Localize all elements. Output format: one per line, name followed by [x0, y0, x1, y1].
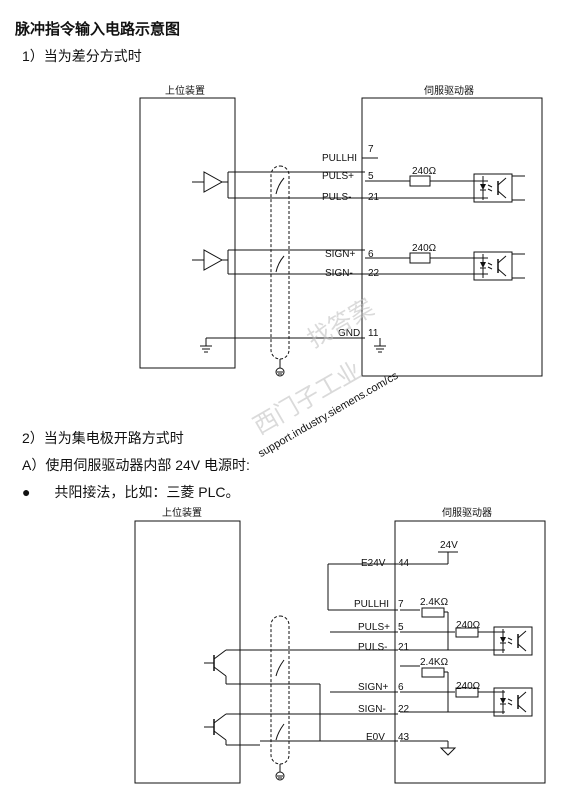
pin-label: E0V — [366, 732, 385, 743]
shield-ground-icon — [275, 367, 285, 377]
line-driver-icon — [203, 171, 224, 193]
pin-number: 7 — [398, 599, 404, 610]
transistor-icon — [204, 713, 227, 741]
pin-label: PULS- — [358, 642, 387, 653]
pin-number: 43 — [398, 732, 410, 743]
pin-number: 11 — [368, 328, 379, 339]
resistor-icon — [421, 667, 445, 678]
host-device-box — [139, 97, 236, 369]
pullup-value: 2.4KΩ — [420, 597, 449, 608]
optocoupler-icon — [473, 251, 513, 281]
pin-label: SIGN+ — [325, 249, 355, 260]
pin-label: SIGN- — [325, 268, 353, 279]
resistor-value: 240Ω — [412, 166, 437, 177]
pin-label: PULS+ — [358, 622, 390, 633]
pin-number: 5 — [368, 171, 374, 182]
pin-label: SIGN+ — [358, 682, 388, 693]
section2-heading: 2）当为集电极开路方式时 — [22, 430, 184, 446]
line-driver-icon — [203, 249, 224, 271]
host-device-label: 上位装置 — [165, 84, 205, 97]
pin-label: SIGN- — [358, 704, 386, 715]
section1-heading: 1）当为差分方式时 — [22, 48, 142, 64]
resistor-icon — [409, 252, 431, 264]
bullet-text: 共阳接法，比如：三菱 PLC。 — [54, 484, 240, 500]
optocoupler-icon — [493, 626, 533, 656]
cable-shield — [270, 165, 290, 360]
bullet-dot: ● — [22, 484, 31, 500]
resistor-value: 240Ω — [456, 620, 481, 631]
resistor-value: 240Ω — [456, 681, 481, 692]
cable-shield — [270, 615, 290, 765]
diagram2: 上位装置 伺服驱动器 24V E24V 44 PULLHI 7 PULS+ 5 … — [134, 506, 546, 784]
servo-drive-label: 伺服驱动器 — [424, 84, 474, 97]
pullup-value: 2.4KΩ — [420, 657, 449, 668]
pin-label: PULS+ — [322, 171, 354, 182]
supply-label: 24V — [440, 540, 458, 551]
pin-label: PULLHI — [354, 599, 389, 610]
pin-number: 44 — [398, 558, 410, 569]
pin-number: 22 — [398, 704, 410, 715]
servo-drive-box — [361, 97, 543, 377]
shield-ground-icon — [275, 771, 285, 781]
servo-drive-box — [394, 520, 546, 784]
ground-icon — [374, 345, 386, 353]
ground-icon — [200, 345, 212, 353]
page-title: 脉冲指令输入电路示意图 — [15, 21, 181, 38]
pin-number: 21 — [398, 642, 410, 653]
pin-label: E24V — [361, 558, 386, 569]
transistor-icon — [204, 649, 227, 677]
ground-icon — [439, 747, 457, 756]
pin-number: 7 — [368, 144, 374, 155]
section2-subheading: A）使用伺服驱动器内部 24V 电源时: — [22, 457, 250, 473]
watermark: 西门子工业 找答案 support.industry.siemens.com/c… — [249, 294, 401, 460]
host-device-label: 上位装置 — [162, 506, 202, 519]
diagram1: 上位装置 伺服驱动器 PULLHI 7 PULS+ 5 — [139, 84, 543, 377]
pin-number: 5 — [398, 622, 404, 633]
pin-number: 6 — [368, 249, 374, 260]
resistor-icon — [421, 607, 445, 618]
resistor-value: 240Ω — [412, 243, 437, 254]
servo-drive-label: 伺服驱动器 — [442, 506, 492, 519]
watermark-text: 找答案 — [303, 294, 379, 353]
pin-label: GND — [338, 328, 360, 339]
resistor-icon — [409, 175, 431, 187]
pin-number: 6 — [398, 682, 404, 693]
bullet-item: ● 共阳接法，比如：三菱 PLC。 — [22, 482, 239, 502]
pin-label: PULLHI — [322, 153, 357, 164]
host-device-box — [134, 520, 241, 784]
pin-label: PULS- — [322, 192, 351, 203]
